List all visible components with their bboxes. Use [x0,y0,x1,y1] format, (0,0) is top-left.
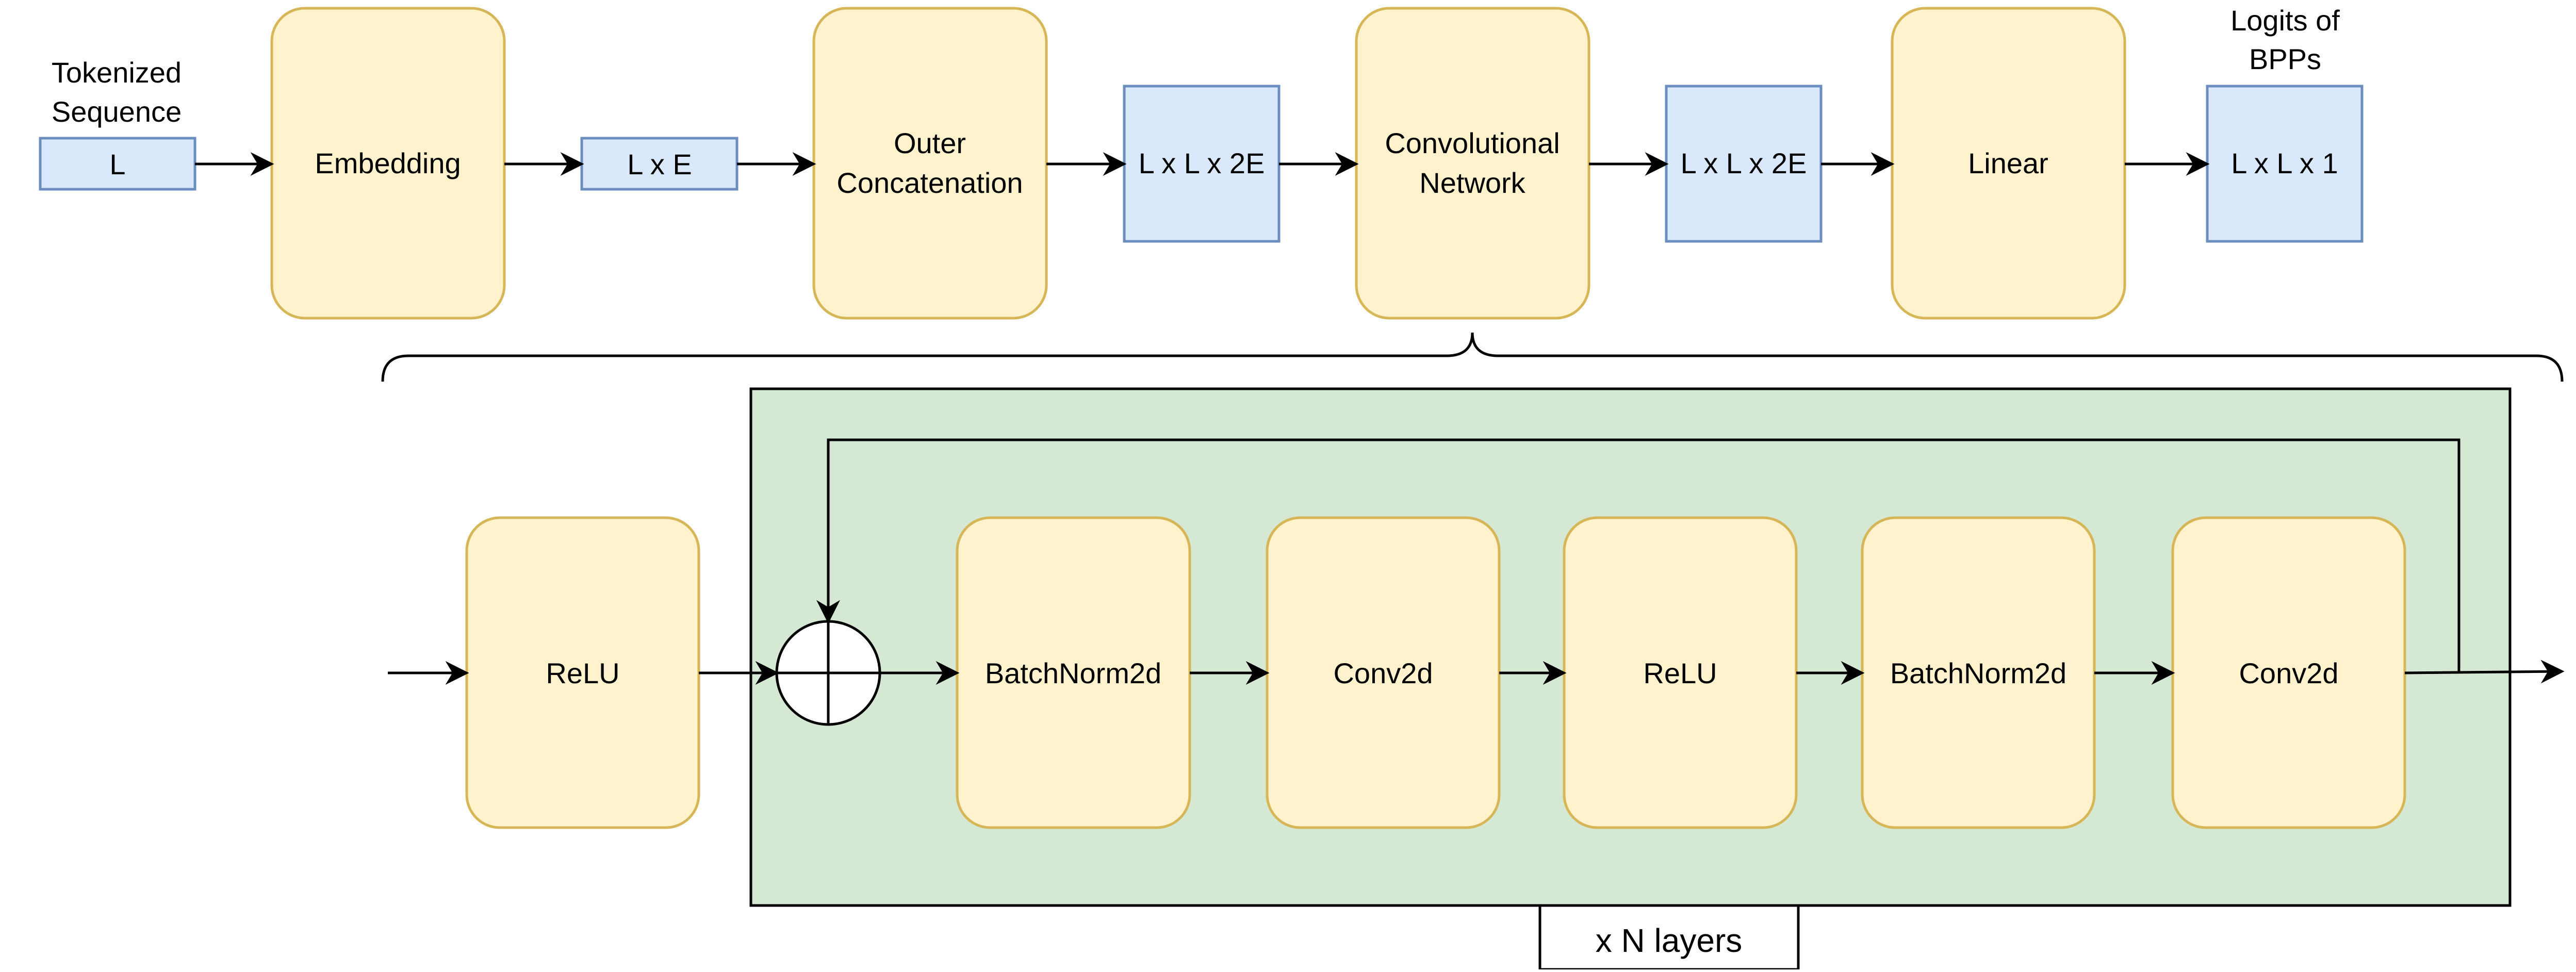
output-shape-tensor: L x L x 1 [2206,85,2364,243]
outer-concat-label-2: Concatenation [836,167,1023,199]
conv-network-box [1355,7,1590,320]
input-tensor-label: L [109,148,125,180]
conv2d-1-module: Conv2d [1266,516,1501,829]
linear-label: Linear [1968,147,2048,179]
concat-shape-box [1123,85,1281,243]
output-caption-line-2: BPPs [2249,43,2321,75]
outer-concat-module: Outer Concatenation [812,7,1048,320]
output-shape-label: L x L x 1 [2231,147,2338,179]
embed-shape-box [580,137,739,191]
concat-shape-label: L x L x 2E [1139,147,1265,179]
relu-pre-module: ReLU [465,516,700,829]
conv2d-1-label: Conv2d [1333,657,1433,689]
batchnorm-1-label: BatchNorm2d [985,657,1161,689]
conv-network-label-2: Network [1419,167,1525,199]
outer-concat-label-1: Outer [894,127,966,159]
input-caption-line-2: Sequence [52,95,182,128]
concat-shape-tensor: L x L x 2E [1123,85,1281,243]
repeat-label-box: x N layers [1538,904,1800,971]
embed-shape-tensor: L x E [580,137,739,191]
outer-concat-box [812,7,1048,320]
input-tensor-l: L [39,137,196,191]
conv-network-module: Convolutional Network [1355,7,1590,320]
arrow-conv2-to-out [2404,660,2565,684]
input-tensor-box [39,137,196,191]
input-caption-line-1: Tokenized [52,56,182,89]
conv2d-2-label: Conv2d [2239,657,2338,689]
expansion-brace [381,332,2564,382]
output-shape-box [2206,85,2364,243]
embedding-label: Embedding [315,147,461,179]
embed-shape-label: L x E [627,148,692,180]
embedding-module: Embedding [270,7,506,320]
relu-pre-label: ReLU [546,657,619,689]
conv-shape-tensor: L x L x 2E [1665,85,1823,243]
conv-shape-box [1665,85,1823,243]
batchnorm-1-module: BatchNorm2d [956,516,1191,829]
relu-mid-label: ReLU [1643,657,1717,689]
conv-network-label-1: Convolutional [1385,127,1560,159]
output-caption-line-1: Logits of [2230,4,2340,37]
batchnorm-2-label: BatchNorm2d [1890,657,2066,689]
conv-shape-label: L x L x 2E [1681,147,1807,179]
repeat-label-frame [1538,904,1800,971]
linear-module: Linear [1891,7,2126,320]
repeat-label-text: x N layers [1596,922,1743,959]
relu-mid-module: ReLU [1563,516,1798,829]
residual-skip-connection [816,438,2460,672]
bottom-row-arrows [388,438,2565,685]
sum-node [775,620,881,726]
batchnorm-2-module: BatchNorm2d [1861,516,2096,829]
conv2d-2-module: Conv2d [2171,516,2406,829]
